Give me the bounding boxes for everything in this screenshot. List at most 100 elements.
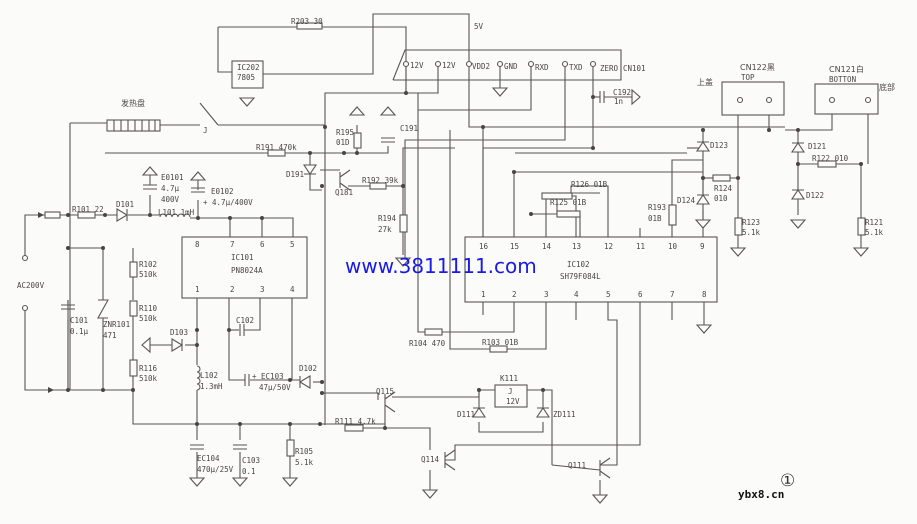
wire [24, 308, 133, 391]
resistor-r122 [817, 160, 837, 168]
label-ic101: IC101 [231, 253, 254, 262]
figure-number: ① [780, 471, 795, 491]
transistor-q115 [384, 391, 396, 413]
junction-dot [320, 391, 324, 395]
ic102-pin-label: 5 [606, 290, 611, 299]
wire [132, 376, 320, 425]
regulator-ic202 [231, 60, 264, 89]
label-d121: D121 [808, 142, 826, 151]
connector-pin [402, 60, 410, 68]
ic102-pin-label: 14 [542, 242, 552, 251]
capacitor [191, 187, 205, 193]
wire [570, 185, 609, 237]
capacitor [61, 304, 75, 310]
label-e0102-val: + 4.7μ/400V [203, 198, 253, 207]
label-l101: L101 1mH [158, 208, 195, 217]
junction-dot [288, 378, 292, 382]
junction-dot [318, 422, 322, 426]
wire [244, 298, 261, 331]
label-r102-val: 510k [139, 270, 158, 279]
ic101-pin-label: 8 [195, 240, 200, 249]
junction-dot [288, 422, 292, 426]
label-e0102: E0102 [211, 187, 234, 196]
resistor-r191 [267, 149, 286, 157]
junction-dot [477, 388, 481, 392]
labels: R203 30 IC202 7805 5V 12V 12V VDD2 GND R… [17, 17, 895, 501]
label-rxd: RXD [535, 63, 549, 72]
diode [695, 141, 711, 152]
resistor-r126 [541, 192, 573, 200]
label-d103: D103 [170, 328, 188, 337]
ic102-pin-label: 16 [479, 242, 489, 251]
label-12v-b: 12V [442, 61, 456, 70]
label-r195: R195 [336, 128, 354, 137]
capacitor [233, 444, 247, 450]
ic102-pin-label: 15 [510, 242, 519, 251]
label-r102: R102 [139, 260, 157, 269]
ic102-pin-label: 10 [668, 242, 678, 251]
resistor-r116 [129, 359, 138, 377]
wire [507, 302, 547, 350]
components [21, 22, 879, 504]
junction-dot [148, 213, 152, 217]
label-r105-val: 5.1k [295, 458, 314, 467]
ic102-sh79f084l [464, 236, 718, 303]
ic101-pin-label: 1 [195, 285, 200, 294]
ic102-pin-label: 2 [512, 290, 517, 299]
junction-dot [383, 426, 387, 430]
ic102-pin-label: 11 [636, 242, 645, 251]
transistor-q181 [339, 169, 351, 191]
ground-icon [141, 166, 159, 176]
connector-pin [527, 60, 535, 68]
connector-pin [21, 304, 29, 312]
resistor-r104 [424, 328, 443, 336]
resistor-r123 [734, 217, 743, 236]
label-cn121: CN121白 [829, 64, 864, 74]
wire [402, 147, 455, 186]
label-r125: R125 01B [550, 198, 587, 207]
wire [392, 49, 622, 81]
diode [302, 164, 318, 175]
junction-dot [701, 176, 705, 180]
label-ic101-part: PN8024A [231, 266, 263, 275]
wire [310, 146, 389, 154]
wire [442, 302, 515, 333]
label-vdd2: VDD2 [472, 62, 490, 71]
label-k111-v: 12V [506, 397, 520, 406]
label-znr101-val: 471 [103, 331, 117, 340]
label-12v-a: 12V [410, 61, 424, 70]
resistor-r105 [286, 439, 295, 457]
ic102-pin-label: 3 [544, 290, 549, 299]
label-d124: D124 [677, 196, 696, 205]
label-ec104: EC104 [197, 454, 220, 463]
wire [228, 298, 245, 381]
label-ec103: + EC103 [252, 372, 284, 381]
label-r193: R193 [648, 203, 666, 212]
label-bottom: 底部 [879, 82, 895, 92]
label-r122: R122 010 [812, 154, 849, 163]
ic102-pin-label: 4 [574, 290, 579, 299]
junction-dot [308, 151, 312, 155]
label-k111: K111 [500, 374, 518, 383]
label-e0101-volt: 400V [161, 195, 180, 204]
label-r105: R105 [295, 447, 313, 456]
ground-icon [852, 247, 870, 257]
label-r195-val: 01D [336, 138, 350, 147]
label-l102-val: 1.3mH [200, 382, 223, 391]
label-e0101: E0101 [161, 173, 184, 182]
junction-dot [320, 380, 324, 384]
capacitor [599, 91, 605, 103]
resistor [44, 211, 61, 219]
diode [790, 189, 806, 200]
label-r123-val: 5.1k [742, 228, 761, 237]
ground-icon [231, 477, 249, 487]
label-r116: R116 [139, 364, 158, 373]
wire [217, 27, 232, 73]
resistor-r192 [369, 182, 387, 190]
junction-dot [401, 184, 405, 188]
junction-dot [238, 422, 242, 426]
wire [322, 392, 379, 400]
label-c101: C101 [70, 316, 88, 325]
heater-plate [106, 119, 161, 132]
